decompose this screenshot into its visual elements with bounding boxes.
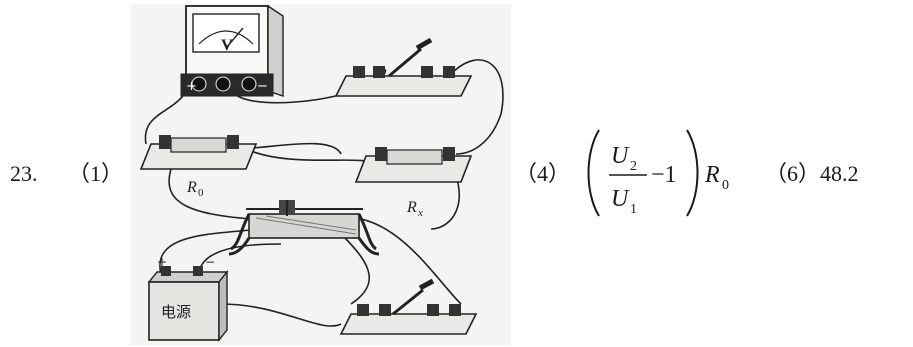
resistor-r0-label: R — [186, 179, 197, 196]
numerator-sub: 2 — [630, 159, 637, 174]
voltmeter-symbol: V — [221, 37, 233, 54]
part-1-label: （1） — [68, 161, 124, 186]
resistor-rx-sub: x — [417, 207, 423, 219]
resistor-rx-label: R — [406, 199, 417, 216]
circuit-diagram: V + − R 0 R x — [131, 4, 511, 345]
rheostat — [228, 200, 380, 256]
part-6-answer: （6）48.2 — [765, 163, 859, 185]
voltmeter-plus: + — [186, 79, 197, 94]
resistor-r0: R 0 — [139, 135, 258, 199]
battery: + − 电源 — [147, 255, 229, 342]
resistor-rx: R x — [354, 147, 473, 219]
battery-label: 电源 — [161, 303, 191, 321]
minus-one: −1 — [651, 162, 677, 188]
formula-r-sub: 0 — [722, 178, 729, 193]
question-number: 23. — [10, 161, 38, 186]
denominator-sub: 1 — [630, 202, 637, 217]
numerator-u: U — [611, 143, 630, 169]
voltmeter: V + − — [180, 4, 284, 97]
part-6-label: （6） — [765, 161, 821, 186]
formula-r: R — [704, 162, 720, 188]
part-4-label: （4） — [515, 161, 571, 186]
switch-top — [334, 37, 473, 97]
denominator-u: U — [611, 186, 630, 212]
part-6-value: 48.2 — [820, 161, 859, 186]
voltmeter-minus: − — [257, 79, 268, 94]
battery-minus: − — [205, 255, 215, 269]
battery-plus: + — [157, 255, 167, 269]
answer-formula: U 2 U 1 −1 R 0 — [587, 129, 729, 217]
resistor-r0-sub: 0 — [198, 187, 204, 199]
switch-bottom — [339, 278, 478, 335]
